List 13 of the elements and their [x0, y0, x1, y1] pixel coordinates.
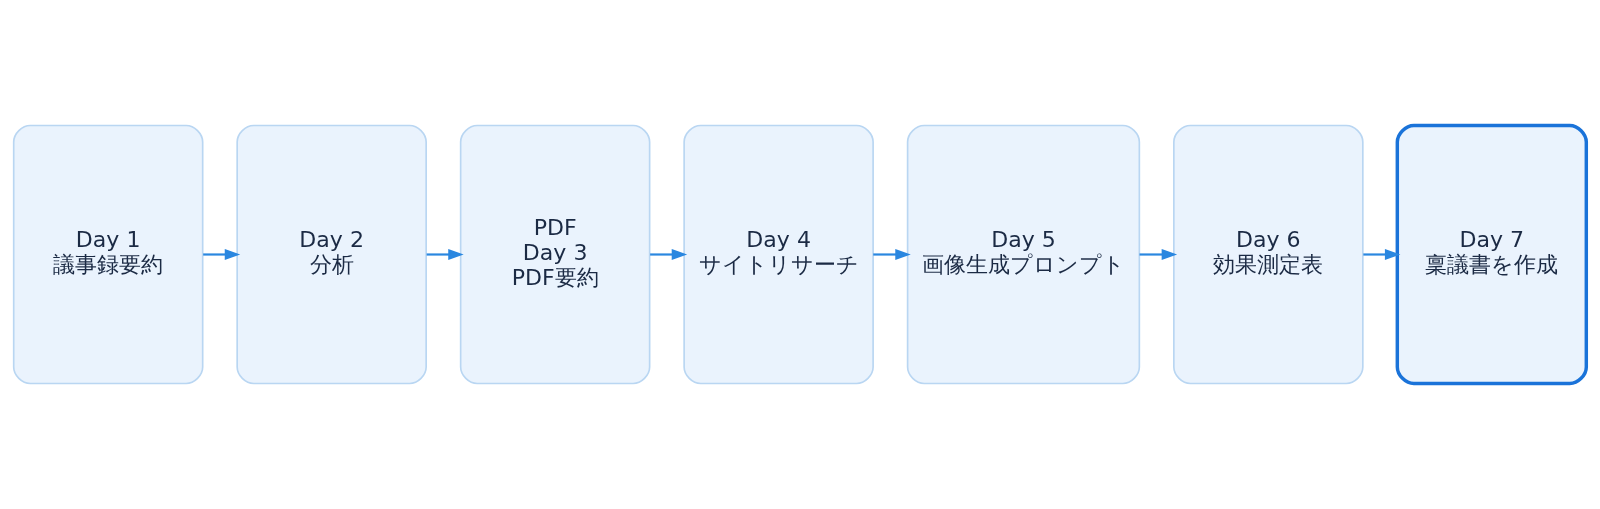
node-box: Day 7 稟議書を作成	[1395, 123, 1589, 386]
node-box: Day 2 分析	[236, 124, 427, 385]
arrow	[1363, 249, 1401, 260]
node-box: Day 5 画像生成プロンプト	[906, 124, 1141, 385]
arrow	[1139, 249, 1178, 260]
node-box: PDF Day 3 PDF要約	[459, 124, 651, 385]
arrow	[426, 249, 464, 260]
arrow	[203, 249, 241, 260]
arrow	[650, 249, 688, 260]
node-box: Day 4 サイトリサーチ	[683, 124, 874, 385]
node-box: Day 1 議事録要約	[12, 124, 204, 385]
node-box: Day 6 効果測定表	[1173, 124, 1364, 385]
arrow	[873, 249, 911, 260]
